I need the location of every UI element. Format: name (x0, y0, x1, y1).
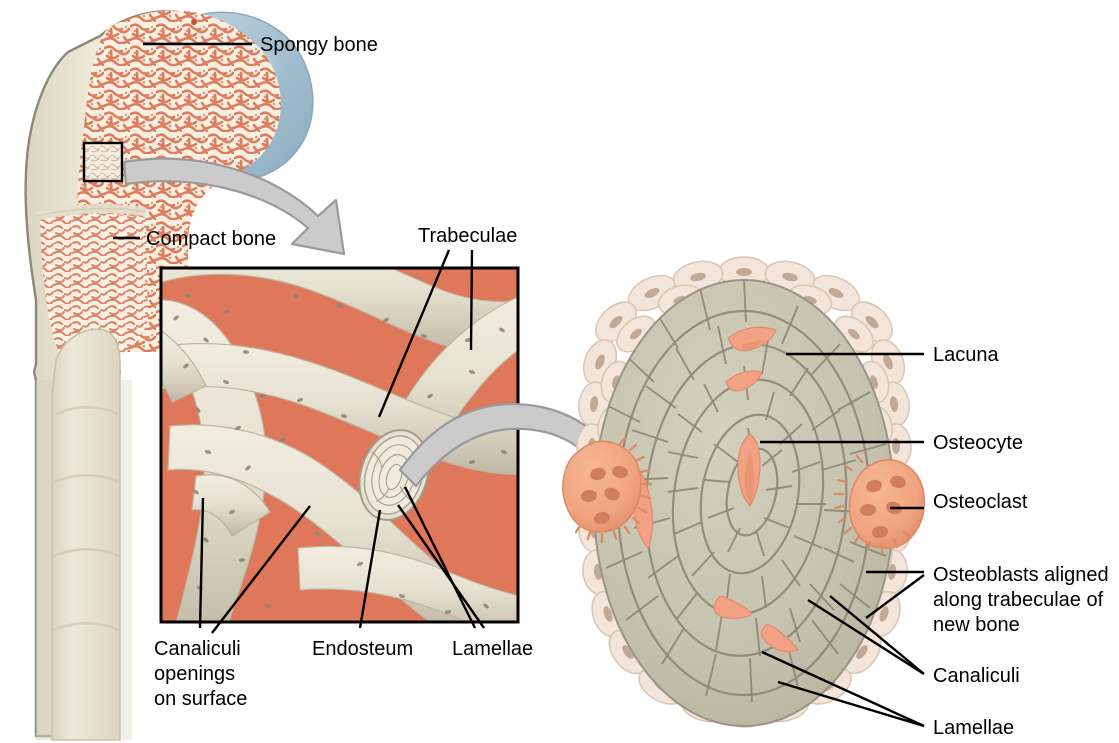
leader-trabeculae-b (469, 249, 474, 351)
leaders-panel-trabeculae (198, 249, 485, 634)
canaliculi-openings-speckles (173, 293, 507, 614)
label-osteoclast: Osteoclast (933, 491, 1028, 513)
label-canaliculi-openings-on-surface: Canaliculi openings on surface (154, 638, 248, 710)
lacuna-upper-mid (725, 370, 763, 392)
label-endosteum: Endosteum (312, 638, 414, 660)
label-lacuna: Lacuna (933, 344, 999, 366)
leaders-panel-osteon (760, 352, 925, 728)
leader-canaliculi-right-a (807, 598, 925, 676)
leader-canaliculi-b (211, 505, 311, 634)
osteoclast-left-nuclei (581, 465, 628, 525)
leader-endosteum (358, 509, 382, 629)
label-canaliculi-right: Canaliculi (933, 665, 1020, 687)
leader-lamellae-right-b (777, 680, 925, 728)
label-osteoblasts-aligned-along-trabeculae: Osteoblasts aligned along trabeculae of … (933, 564, 1109, 636)
lacuna-top (727, 326, 777, 352)
lacuna-bottom (760, 623, 799, 653)
lacuna-lower-left (713, 595, 753, 620)
panel-osteon (562, 256, 926, 728)
leader-canaliculi-right-b (829, 595, 925, 675)
leader-lamellae-b (397, 504, 485, 629)
arrow-femur-to-inset (122, 157, 346, 256)
femur-callout-box (82, 141, 124, 183)
label-lamellae-right: Lamellae (933, 717, 1015, 739)
osteoclast-left (562, 436, 653, 544)
leader-osteoblasts-b (865, 574, 925, 619)
label-trabeculae: Trabeculae (418, 225, 518, 247)
label-spongy-bone: Spongy bone (260, 34, 378, 56)
label-lamellae-middle: Lamellae (452, 638, 534, 660)
leader-lamellae-right-a (761, 650, 925, 728)
label-osteocyte: Osteocyte (933, 432, 1024, 454)
leader-lamellae-a (403, 486, 477, 629)
leader-canaliculi-a (198, 497, 205, 629)
panel-trabeculae (159, 266, 520, 624)
label-compact-bone: Compact bone (146, 228, 277, 250)
leader-trabeculae-a (377, 249, 451, 418)
